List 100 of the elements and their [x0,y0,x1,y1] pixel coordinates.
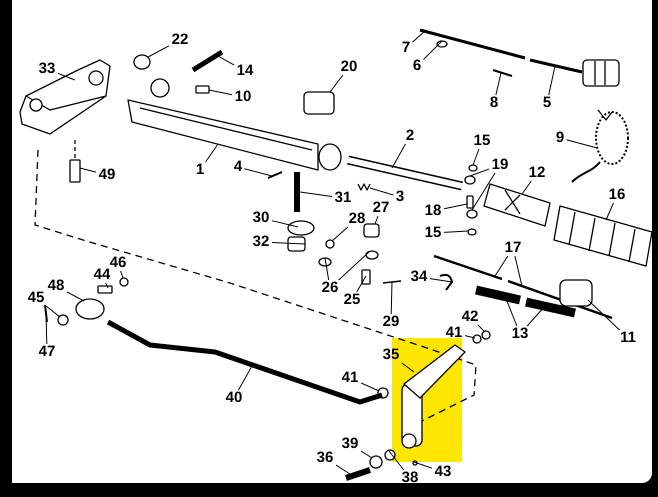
callout-number: 7 [402,40,410,56]
leader-line [244,168,272,176]
leader-line [548,66,556,96]
leader-line [332,226,348,242]
washer-drawing [57,314,69,326]
leader-line [272,242,306,244]
leader-line [606,202,614,220]
callout-number: 34 [410,269,428,285]
callout-number: 22 [172,32,188,48]
insert-drawing [466,209,478,219]
bracket-drawing [287,220,315,236]
callout-number: 49 [98,167,116,183]
bracket-drawing [363,223,380,238]
callout-number: 14 [236,63,254,79]
callout-number: 13 [512,326,528,342]
leader-line [514,256,522,286]
leader-line [80,168,96,173]
grip-drawing [483,183,551,227]
washer-drawing [472,334,482,344]
callout-number: 5 [542,95,552,111]
bolt-drawing [345,467,371,481]
leader-line [238,366,252,390]
washer-drawing [133,54,151,70]
callout-number: 11 [620,330,636,346]
leader-line [494,256,508,276]
callout-number: 9 [556,130,564,146]
leader-line [392,144,406,168]
callout-number: 10 [234,89,252,105]
bolt-drawing [192,50,224,72]
callout-number: 44 [94,267,110,283]
bolt-drawing [69,159,81,183]
callout-number: 48 [48,278,64,294]
nut-drawing [481,330,491,340]
leader-line [470,168,490,176]
cap-drawing [467,228,477,236]
callout-number: 31 [334,190,352,206]
bushing-drawing [303,91,335,115]
leader-line [58,72,76,80]
leader-line [566,139,598,148]
leader-line [300,192,332,197]
callout-number: 47 [38,344,56,360]
cable-housing-drawing [530,58,620,87]
callout-number: 4 [234,159,242,175]
cotter-pin-drawing [44,304,48,322]
leader-line [356,276,366,292]
callout-number: 36 [316,450,334,466]
cable-drawing [434,254,502,280]
callout-number: 19 [492,157,508,173]
callout-number: 16 [608,187,626,203]
callout-number: 41 [446,325,462,341]
callout-number: 6 [412,58,422,74]
leader-line [472,172,496,210]
callout-number: 33 [38,61,56,77]
cable-drawing [420,28,526,60]
tiller-housing-drawing [19,59,111,135]
washer-drawing [365,250,379,260]
leader-line [208,90,232,96]
callout-number: 39 [342,436,358,452]
leader-line [336,464,350,474]
leader-line [401,362,414,372]
grip-drawing [553,205,653,267]
washer-drawing [369,455,383,469]
leader-line [360,382,380,392]
callout-number: 12 [528,165,546,181]
pin-drawing [268,171,282,179]
leader-line [360,450,372,458]
callout-number: 43 [434,464,452,480]
leader-line [390,282,392,314]
pin-drawing [466,195,474,209]
leader-line [46,306,60,318]
callout-number: 1 [196,162,204,178]
callout-number: 15 [474,133,490,149]
leader-line [388,450,404,470]
leader-line [444,230,468,233]
lever-drawing [401,344,466,449]
clip-drawing [440,274,453,291]
leader-line [472,148,480,166]
pin-drawing [412,460,418,466]
callout-number: 8 [490,95,498,111]
leader-line [272,220,298,228]
bushing-drawing [384,449,396,461]
nut-drawing [119,277,129,287]
insert-drawing [464,175,476,185]
coiled-lanyard-drawing [571,110,629,183]
leader-line [46,312,48,344]
callout-number: 27 [372,200,390,216]
callout-number: 2 [406,128,414,144]
clip-drawing [195,85,210,94]
leader-line [374,216,378,224]
callout-number: 28 [348,211,366,227]
leader-line [588,300,620,330]
leader-line [414,462,432,469]
nut-drawing [325,239,335,249]
tube-drawing [475,286,521,304]
leader-line [370,188,394,196]
callout-number: 40 [226,390,242,406]
pin-drawing [492,69,512,77]
washer-drawing [318,257,332,267]
callout-number: 15 [424,225,442,241]
callout-number: 30 [252,210,270,226]
